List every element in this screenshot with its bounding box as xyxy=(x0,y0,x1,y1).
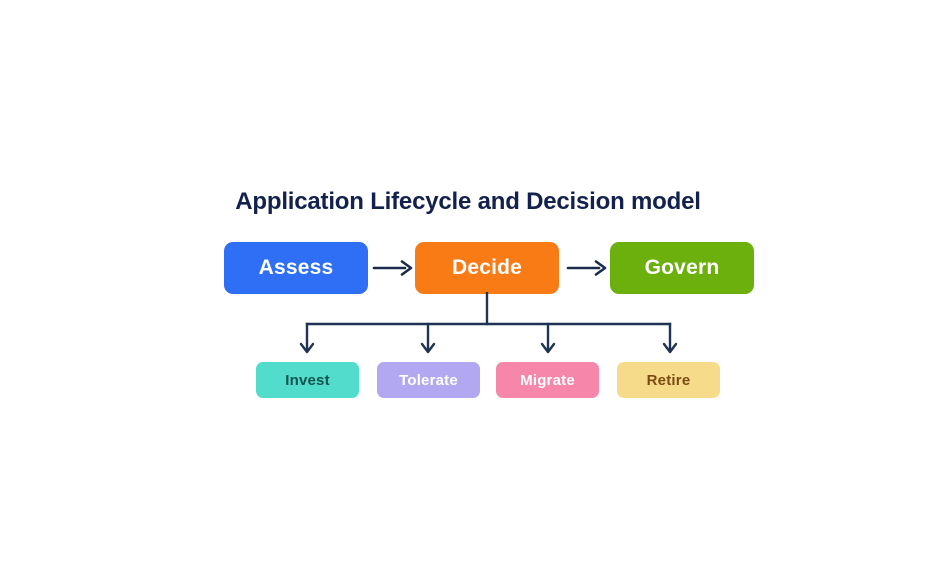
stage-label-govern: Govern xyxy=(644,256,720,279)
outcome-label-retire: Retire xyxy=(646,371,691,389)
branch-connector xyxy=(299,292,678,354)
outcome-box-retire[interactable]: Retire xyxy=(617,362,720,398)
right-arrow-icon-decide-to-govern xyxy=(566,260,607,276)
stage-label-decide: Decide xyxy=(451,256,523,279)
page-title: Application Lifecycle and Decision model xyxy=(235,188,701,215)
outcome-box-migrate[interactable]: Migrate xyxy=(496,362,599,398)
stage-box-assess[interactable]: Assess xyxy=(224,242,368,294)
right-arrow-icon-assess-to-decide xyxy=(372,260,413,276)
stage-label-assess: Assess xyxy=(258,256,334,279)
outcome-label-tolerate: Tolerate xyxy=(399,371,458,389)
outcome-label-migrate: Migrate xyxy=(520,371,575,389)
outcome-box-invest[interactable]: Invest xyxy=(256,362,359,398)
stage-box-decide[interactable]: Decide xyxy=(415,242,559,294)
outcome-box-tolerate[interactable]: Tolerate xyxy=(377,362,480,398)
stage-box-govern[interactable]: Govern xyxy=(610,242,754,294)
outcome-label-invest: Invest xyxy=(285,371,330,389)
